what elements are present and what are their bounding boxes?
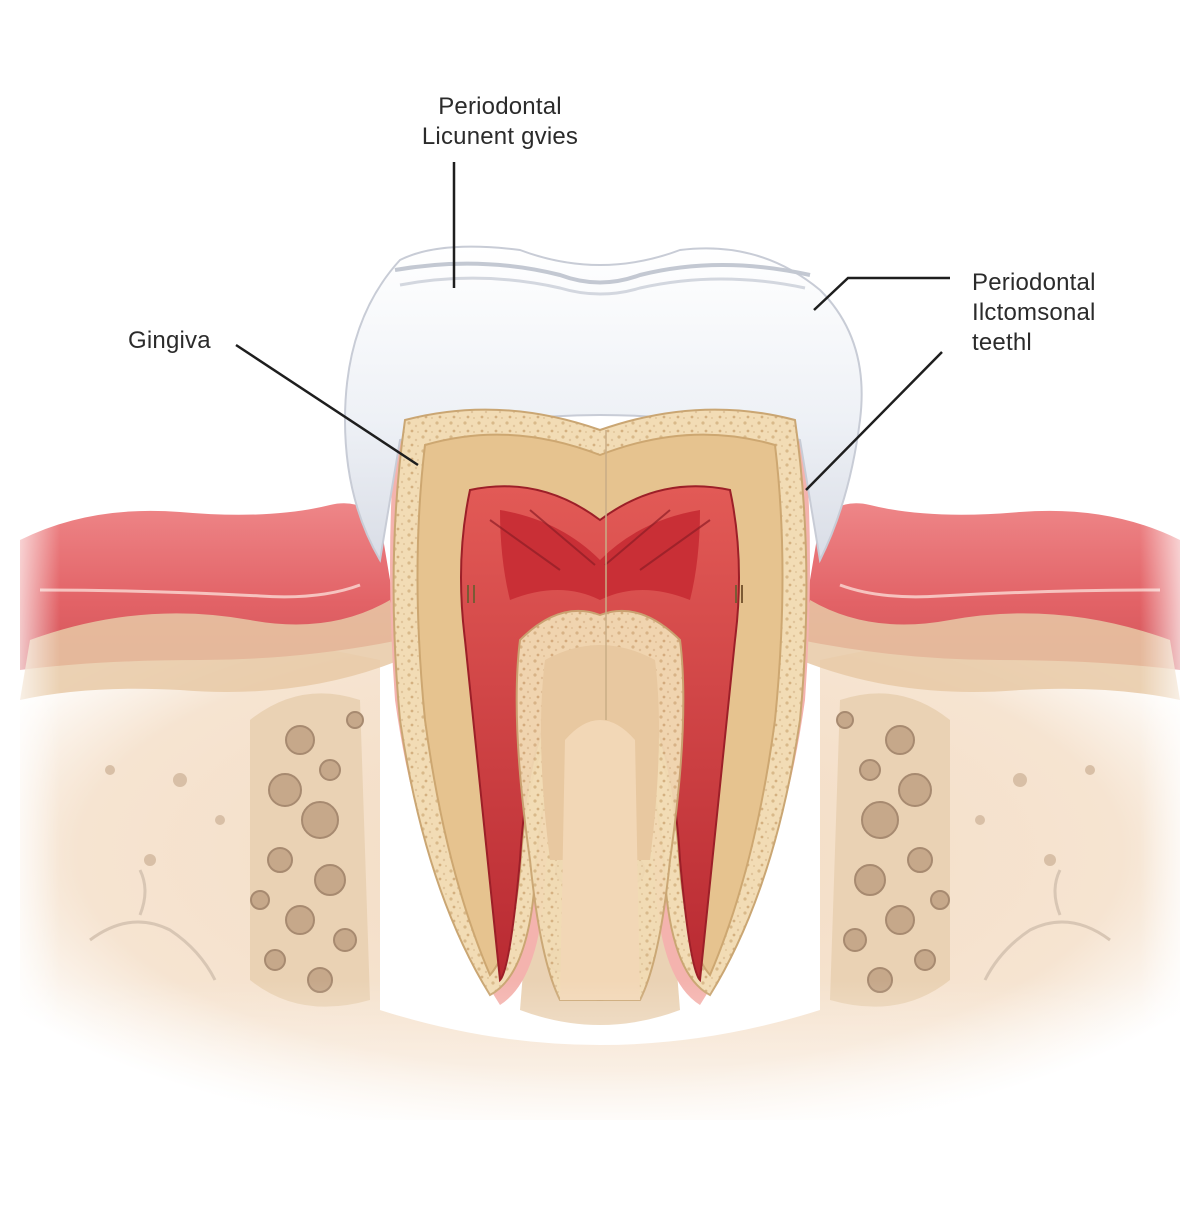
label-top-line-2: Licunent gvies [421, 123, 579, 150]
label-right-line-3: teethl [972, 329, 1032, 356]
label-left-line-1: Gingiva [128, 327, 211, 354]
leader-line-left [235, 343, 419, 467]
enamel-crown [343, 245, 863, 564]
bone-pores-outer [105, 765, 1095, 866]
label-right-line-1: Periodontal [972, 269, 1096, 296]
leader-line-right-upper [813, 276, 950, 311]
bone-pores-right [836, 711, 950, 993]
label-gingiva: Gingiva [128, 326, 211, 356]
bone-pores-left [250, 711, 364, 993]
label-right-line-2: Ilctomsonal [972, 299, 1096, 326]
leader-lines [235, 162, 950, 491]
nerve-branch-right [983, 869, 1111, 981]
nerve-branch-left [89, 869, 217, 981]
label-periodontal-right: Periodontal Ilctomsonal teethl [972, 268, 1096, 358]
leader-line-right-lower [805, 351, 943, 491]
label-top-line-1: Periodontal [438, 93, 562, 120]
label-periodontal-ligament: Periodontal Licunent gvies [400, 92, 600, 152]
